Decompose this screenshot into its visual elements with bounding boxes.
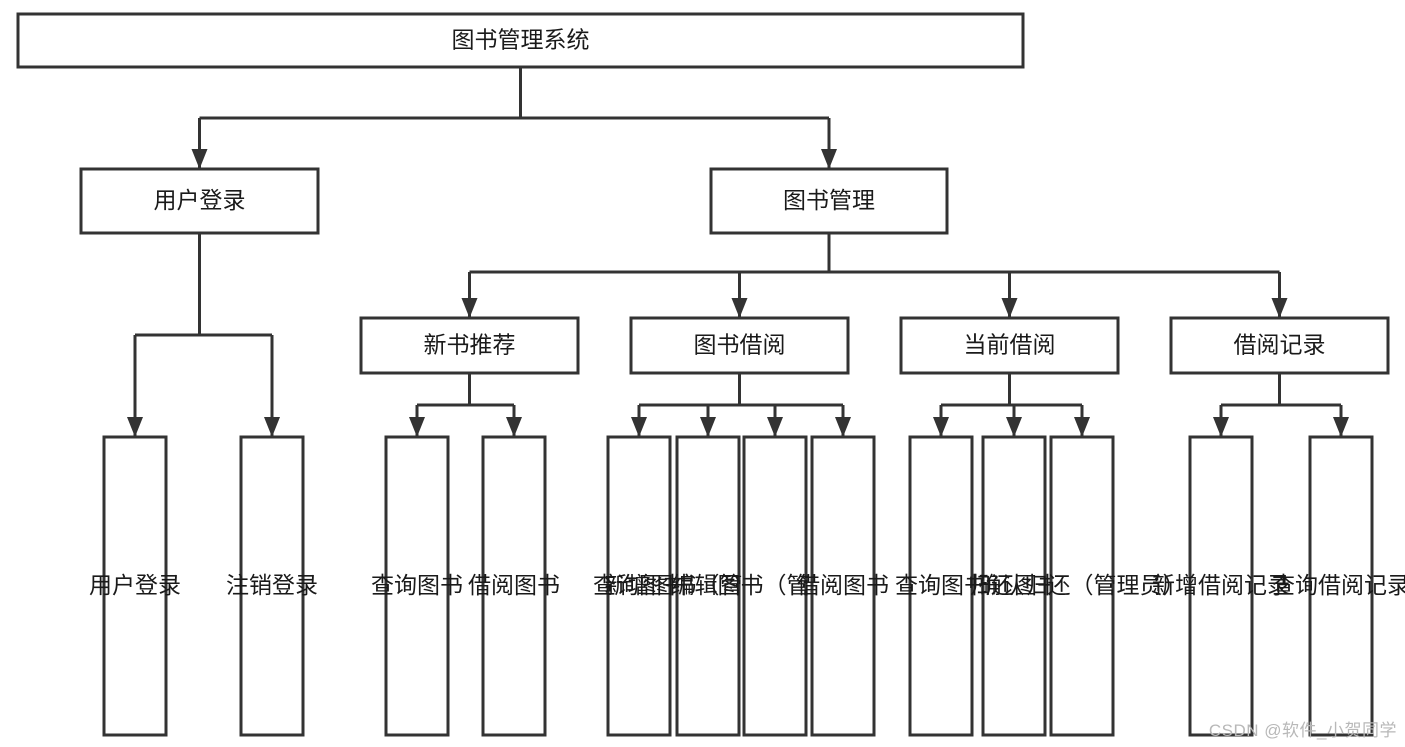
node-label-current-borrow: 当前借阅 xyxy=(964,332,1056,358)
arrowhead-icon xyxy=(631,417,647,437)
connector-group-user-login xyxy=(127,233,280,437)
arrowhead-icon xyxy=(933,417,949,437)
connector-group-borrow-record xyxy=(1213,373,1349,437)
node-box-leaf-borrow-book-1 xyxy=(481,435,547,737)
node-label-leaf-query-book-2: 查询图书 xyxy=(593,572,685,598)
node-label-leaf-query-book-1: 查询图书 xyxy=(371,572,463,598)
node-label-user-login: 用户登录 xyxy=(154,187,246,213)
node-label-leaf-return-book: 归还图书 xyxy=(968,572,1060,598)
node-label-leaf-user-login: 用户登录 xyxy=(89,572,181,598)
node-leaf-edit-book[interactable]: 编辑图书（管理员） xyxy=(672,435,879,737)
node-leaf-borrow-book-1[interactable]: 借阅图书 xyxy=(468,435,560,737)
node-leaf-add-record[interactable]: 新增借阅记录 xyxy=(1152,435,1290,737)
node-box-leaf-query-book-2 xyxy=(606,435,672,737)
node-leaf-query-book-2[interactable]: 查询图书 xyxy=(593,435,685,737)
arrowhead-icon xyxy=(700,417,716,437)
connector-layer xyxy=(127,67,1349,437)
arrowhead-icon xyxy=(1074,417,1090,437)
node-label-book-manage: 图书管理 xyxy=(783,187,875,213)
node-layer: 图书管理系统用户登录图书管理新书推荐图书借阅当前借阅借阅记录用户登录注销登录查询… xyxy=(16,12,1405,737)
node-current-borrow[interactable]: 当前借阅 xyxy=(899,316,1120,375)
node-box-leaf-user-login xyxy=(102,435,168,737)
node-leaf-query-book-3[interactable]: 查询图书 xyxy=(895,435,987,737)
node-leaf-logout-login[interactable]: 注销登录 xyxy=(226,435,318,737)
node-box-book-manage xyxy=(709,167,949,235)
node-label-leaf-borrow-book-2: 借阅图书 xyxy=(797,572,889,598)
node-leaf-query-record[interactable]: 查询借阅记录 xyxy=(1272,435,1405,737)
node-leaf-user-login[interactable]: 用户登录 xyxy=(89,435,181,737)
node-box-leaf-add-book xyxy=(675,435,741,737)
node-borrow-record[interactable]: 借阅记录 xyxy=(1169,316,1390,375)
arrowhead-icon xyxy=(731,298,748,318)
node-leaf-confirm-return[interactable]: 确认归还（管理员） xyxy=(979,435,1186,737)
arrowhead-icon xyxy=(835,417,851,437)
node-box-leaf-borrow-book-2 xyxy=(810,435,876,737)
node-label-book-borrow: 图书借阅 xyxy=(694,332,786,358)
csdn-watermark: CSDN @软件_小贺同学 xyxy=(1208,721,1397,740)
arrowhead-icon xyxy=(506,417,522,437)
arrowhead-icon xyxy=(1333,417,1349,437)
node-label-leaf-confirm-return: 确认归还（管理员） xyxy=(979,572,1186,598)
arrowhead-icon xyxy=(127,417,143,437)
node-box-leaf-logout-login xyxy=(239,435,305,737)
node-label-leaf-query-book-3: 查询图书 xyxy=(895,572,987,598)
arrowhead-icon xyxy=(1006,417,1022,437)
arrowhead-icon xyxy=(191,149,208,169)
node-leaf-query-book-1[interactable]: 查询图书 xyxy=(371,435,463,737)
node-label-root: 图书管理系统 xyxy=(452,27,590,53)
node-book-manage[interactable]: 图书管理 xyxy=(709,167,949,235)
connector-group-book-manage xyxy=(461,233,1288,318)
node-book-borrow[interactable]: 图书借阅 xyxy=(629,316,850,375)
node-box-leaf-query-record xyxy=(1308,435,1374,737)
node-box-leaf-confirm-return xyxy=(1049,435,1115,737)
node-label-leaf-query-record: 查询借阅记录 xyxy=(1272,572,1405,598)
node-label-leaf-add-record: 新增借阅记录 xyxy=(1152,572,1290,598)
connector-group-book-borrow xyxy=(631,373,851,437)
node-label-new-book-rec: 新书推荐 xyxy=(424,332,516,358)
node-box-borrow-record xyxy=(1169,316,1390,375)
node-leaf-return-book[interactable]: 归还图书 xyxy=(968,435,1060,737)
node-label-borrow-record: 借阅记录 xyxy=(1234,332,1326,358)
arrowhead-icon xyxy=(1001,298,1018,318)
node-user-login[interactable]: 用户登录 xyxy=(79,167,320,235)
arrowhead-icon xyxy=(767,417,783,437)
node-box-leaf-return-book xyxy=(981,435,1047,737)
arrowhead-icon xyxy=(821,149,837,169)
arrowhead-icon xyxy=(1213,417,1229,437)
node-root[interactable]: 图书管理系统 xyxy=(16,12,1025,69)
node-label-leaf-borrow-book-1: 借阅图书 xyxy=(468,572,560,598)
node-box-user-login xyxy=(79,167,320,235)
node-box-current-borrow xyxy=(899,316,1120,375)
node-new-book-rec[interactable]: 新书推荐 xyxy=(359,316,580,375)
node-box-leaf-add-record xyxy=(1188,435,1254,737)
node-leaf-borrow-book-2[interactable]: 借阅图书 xyxy=(797,435,889,737)
node-label-leaf-logout-login: 注销登录 xyxy=(226,572,318,598)
node-box-new-book-rec xyxy=(359,316,580,375)
node-box-leaf-query-book-1 xyxy=(384,435,450,737)
node-box-leaf-edit-book xyxy=(742,435,808,737)
arrowhead-icon xyxy=(461,298,478,318)
node-box-root xyxy=(16,12,1025,69)
connector-group-root xyxy=(191,67,837,169)
connector-group-new-book-rec xyxy=(409,373,522,437)
node-box-leaf-query-book-3 xyxy=(908,435,974,737)
arrowhead-icon xyxy=(409,417,425,437)
arrowhead-icon xyxy=(1271,298,1288,318)
node-box-book-borrow xyxy=(629,316,850,375)
connector-group-current-borrow xyxy=(933,373,1090,437)
arrowhead-icon xyxy=(264,417,280,437)
